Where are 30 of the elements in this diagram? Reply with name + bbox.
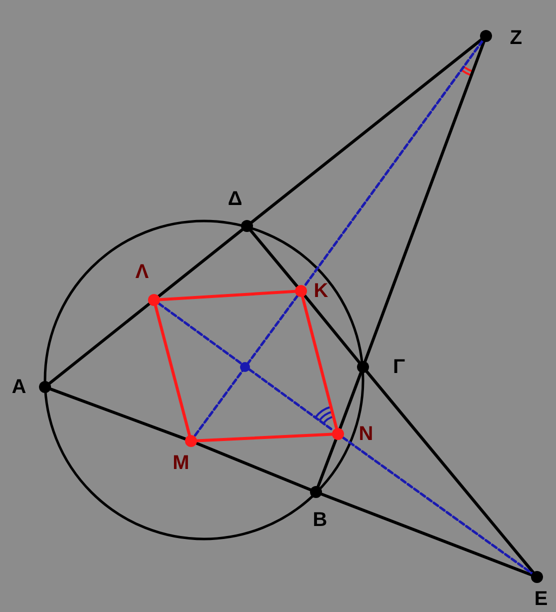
point-label: A bbox=[12, 377, 26, 397]
point-label: M bbox=[172, 453, 190, 473]
line-segment bbox=[49, 388, 187, 440]
line-segment bbox=[48, 302, 151, 385]
line-segment bbox=[196, 432, 334, 442]
line-segment bbox=[249, 229, 299, 288]
line-segment bbox=[158, 290, 296, 302]
line-segment bbox=[320, 492, 533, 576]
point-label: Z bbox=[510, 28, 522, 48]
line-segment bbox=[157, 228, 244, 298]
line-segment bbox=[301, 295, 338, 430]
point-label: Λ bbox=[135, 262, 149, 282]
dashed-line bbox=[303, 40, 484, 288]
line-segment bbox=[365, 370, 535, 574]
point-label: B bbox=[312, 510, 328, 530]
line-segment bbox=[154, 304, 191, 437]
dashed-line bbox=[158, 302, 334, 432]
point-label: Δ bbox=[228, 189, 242, 209]
point-label: K bbox=[314, 281, 328, 301]
line-segment bbox=[338, 371, 362, 430]
line-segment bbox=[303, 294, 361, 364]
line-segment bbox=[250, 38, 483, 224]
point-label: Γ bbox=[392, 357, 406, 377]
point-label: N bbox=[358, 424, 374, 444]
dashed-line bbox=[193, 294, 299, 438]
line-segment bbox=[316, 438, 338, 488]
line-segment bbox=[195, 442, 312, 492]
dashed-line bbox=[342, 436, 534, 575]
line-segment bbox=[364, 40, 486, 363]
point-label: E bbox=[534, 589, 548, 609]
